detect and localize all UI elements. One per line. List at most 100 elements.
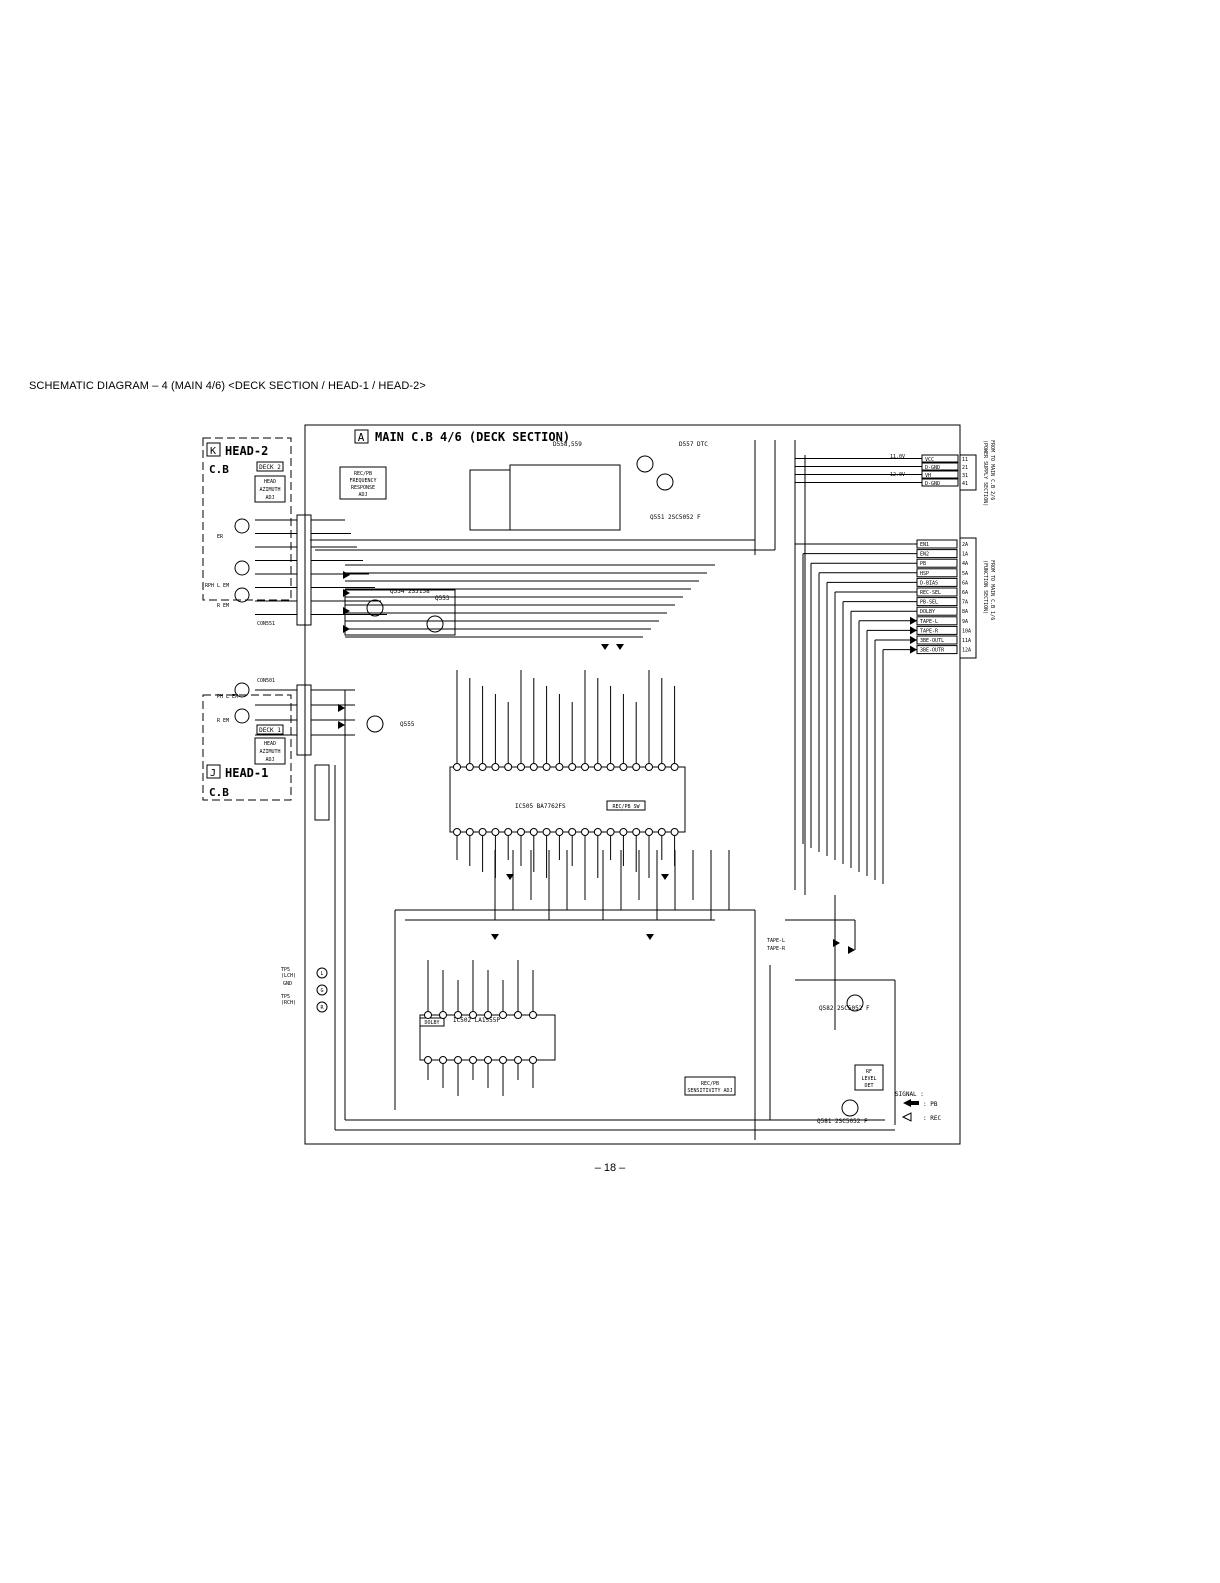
right-signal-label: 3BE-OUTR	[920, 648, 945, 654]
right-connector-box	[959, 537, 977, 659]
freq-adj-box	[339, 466, 387, 500]
ic505-pin-bottom	[529, 828, 538, 836]
cn501-strip	[296, 684, 312, 756]
ic505-pin-top	[517, 763, 525, 771]
top-signal-label: D-GND	[925, 465, 940, 471]
ic505-pin-bottom	[568, 828, 577, 836]
ic505-pin-bottom	[581, 828, 589, 836]
ic502-tag-box	[419, 1017, 445, 1027]
right-connector-title-2: (FUNCTION SECTION)	[982, 560, 988, 614]
top-signal-pin: 11	[962, 457, 968, 463]
right-signal-pin: 6A	[962, 590, 968, 596]
right-signal-label: REC-SEL	[920, 590, 941, 596]
tp-label-5: (RCH)	[281, 1000, 296, 1006]
q555-label: Q555	[400, 721, 415, 728]
down-arrow-icon	[661, 874, 669, 880]
ic505-pins	[453, 670, 679, 878]
head2-azimuth-1: HEAD	[264, 479, 276, 485]
ic502-pin-top	[499, 1011, 507, 1019]
head2-deck: DECK 2	[259, 464, 281, 471]
d557-symbol	[656, 473, 674, 491]
tp-pin-circle	[316, 1001, 328, 1013]
top-connector-title-1: FROM TO MAIN C.B 2/6	[989, 440, 995, 500]
head1-connector: CON501	[257, 678, 275, 684]
right-signal-label: PB	[920, 561, 926, 567]
q554-symbol	[366, 599, 384, 617]
q551-label: Q551 2SC5052 F	[650, 514, 701, 521]
tp-pin-letter: L	[320, 971, 323, 977]
board-letter-box	[354, 429, 369, 444]
ic502-pin-top	[439, 1011, 447, 1019]
tp-pin-circle	[316, 984, 328, 996]
cn551-strip	[296, 514, 312, 626]
right-signal-label: HSP	[920, 571, 929, 577]
ic505-pin-top	[542, 763, 551, 771]
ic505-pin-bottom	[593, 828, 602, 836]
vcc-voltage: 11.0V	[890, 454, 905, 460]
sensitivity-2: SENSITIVITY ADJ	[687, 1088, 732, 1094]
right-arrow-icon	[343, 607, 350, 615]
right-arrow-icon	[833, 939, 840, 947]
right-signal-label: DOLBY	[920, 609, 935, 615]
q553-label: Q553	[435, 595, 450, 602]
tp-pin-letter: G	[320, 988, 323, 994]
q551-symbol	[636, 455, 654, 473]
right-signal-pin: 5A	[962, 571, 968, 577]
top-connector-box	[959, 454, 977, 491]
q554-label: Q554 2SJ158	[390, 588, 430, 595]
board-letter: A	[358, 431, 365, 444]
ic505-pin-bottom	[555, 828, 564, 836]
head2-l-coil	[234, 560, 250, 576]
ic505-pin-top	[478, 763, 487, 771]
main-board-outline	[304, 424, 961, 1145]
right-signal-label: PB-SEL	[920, 600, 938, 606]
right-signal-label: 3BE-OUTL	[920, 638, 944, 644]
page-title: SCHEMATIC DIAGRAM – 4 (MAIN 4/6) <DECK S…	[29, 380, 426, 392]
signal-legend-pb: : PB	[923, 1101, 938, 1108]
right-signal-pin: 8A	[962, 609, 968, 615]
top-signal-pin: 41	[962, 481, 968, 487]
top-signal-label: VH	[925, 473, 931, 479]
freq-adj-3: RESPONSE	[351, 485, 375, 491]
ic505-pin-top	[632, 763, 641, 771]
freq-adj-4: ADJ	[358, 492, 367, 498]
ic502-pin-top	[514, 1011, 522, 1019]
down-arrow-icon	[491, 934, 499, 940]
ic502-pin-top	[484, 1011, 492, 1019]
sensitivity-1: REC/PB	[701, 1081, 719, 1087]
top-signal-pin: 21	[962, 465, 968, 471]
ic505-pin-top	[453, 763, 461, 771]
right-arrow-icon	[910, 636, 917, 644]
tp-strip	[314, 764, 330, 821]
freq-adj-2: FREQUENCY	[349, 478, 376, 484]
right-arrow-icon	[343, 589, 350, 597]
q555-symbol	[366, 715, 384, 733]
ic505-body	[449, 766, 686, 833]
top-signal-label: D-GND	[925, 481, 940, 487]
right-signal-pin: 7A	[962, 600, 968, 606]
ic505-pin-bottom	[657, 828, 666, 836]
sensitivity-box	[684, 1076, 736, 1096]
ic502-pin-top	[424, 1011, 432, 1019]
ic505-pin-bottom	[465, 828, 474, 836]
head1-deck: DECK 1	[259, 727, 281, 734]
right-arrow-icon	[910, 645, 917, 654]
head1-r-coil	[234, 708, 250, 724]
erase-head-symbol	[234, 518, 250, 534]
ic505-pin-top	[504, 763, 513, 771]
ic505-tag: REC/PB SW	[612, 804, 640, 810]
right-signal-pin: 12A	[962, 648, 971, 654]
right-arrow-icon	[910, 626, 917, 635]
head1-letter-box	[206, 764, 221, 779]
head1-sub: C.B	[209, 786, 229, 799]
down-arrow-icon	[646, 934, 654, 940]
head1-deck-tag	[256, 724, 284, 735]
bias-section-wire	[469, 469, 511, 531]
head1-azimuth-1: HEAD	[264, 741, 276, 747]
ic505-pin-bottom	[478, 828, 487, 836]
ic502-pin-bottom	[439, 1056, 447, 1064]
tp-pin-circle	[316, 967, 328, 979]
right-signal-pin: 1A	[962, 552, 968, 558]
